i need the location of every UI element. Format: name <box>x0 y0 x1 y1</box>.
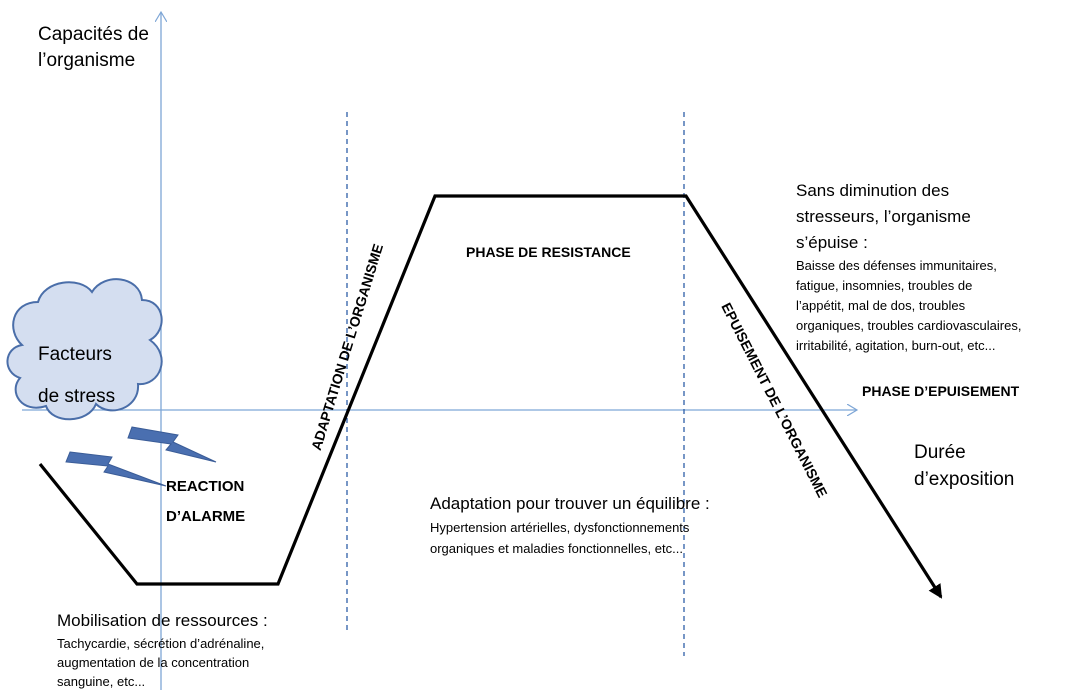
resistance-phase-label: PHASE DE RESISTANCE <box>466 244 631 260</box>
stress-curve <box>38 194 943 599</box>
epuisement-phase-label: PHASE D’EPUISEMENT <box>862 383 1020 399</box>
lightning-bolt-icon <box>65 426 217 487</box>
epuise-line: Baisse des défenses immunitaires, <box>796 258 997 273</box>
x-axis-label-line2: d’exposition <box>914 469 1015 490</box>
epuise-title-line: s’épuise : <box>796 233 868 252</box>
epuise-line: fatigue, insomnies, troubles de <box>796 278 973 293</box>
epuise-line: irritabilité, agitation, burn-out, etc..… <box>796 338 996 353</box>
epuise-title-line: Sans diminution des <box>796 181 950 200</box>
cloud-shape <box>6 278 163 421</box>
cloud-label-line1: Facteurs <box>38 344 112 365</box>
y-axis-label-line1: Capacités de <box>38 24 149 45</box>
alarm-label-line2: D’ALARME <box>166 508 246 525</box>
mobilisation-line: Tachycardie, sécrétion d’adrénaline, <box>57 636 265 651</box>
mobilisation-line: augmentation de la concentration <box>57 655 250 670</box>
mobilisation-title: Mobilisation de ressources : <box>57 611 268 630</box>
alarm-label-line1: REACTION <box>166 478 245 495</box>
adaptation-note-line: organiques et maladies fonctionnelles, e… <box>430 541 683 556</box>
adaptation-note-line: Hypertension artérielles, dysfonctionnem… <box>430 520 690 535</box>
x-axis-label-line1: Durée <box>914 442 966 463</box>
epuise-title-line: stresseurs, l’organisme <box>796 207 971 226</box>
mobilisation-line: sanguine, etc... <box>57 674 146 689</box>
y-axis-label-line2: l’organisme <box>38 50 136 71</box>
epuise-line: l’appétit, mal de dos, troubles <box>796 298 966 313</box>
cloud-label-line2: de stress <box>38 386 116 407</box>
adaptation-note-title: Adaptation pour trouver un équilibre : <box>430 494 710 513</box>
epuise-line: organiques, troubles cardiovasculaires, <box>796 318 1022 333</box>
